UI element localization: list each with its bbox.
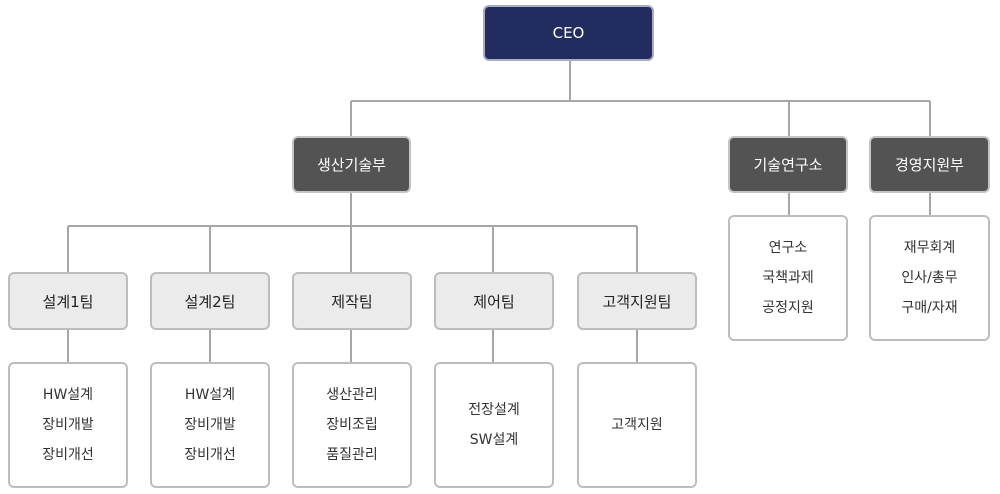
design-1-duties: HW설계 장비개발 장비개선: [8, 362, 128, 488]
duty-item: 장비개선: [42, 447, 94, 463]
department-research-lab: 기술연구소: [728, 136, 848, 193]
department-management-support: 경영지원부: [869, 136, 990, 193]
duty-item: 장비개발: [184, 417, 236, 433]
duty-item: 연구소: [768, 240, 808, 256]
duty-item: 공정지원: [762, 300, 814, 316]
duty-item: 장비개선: [184, 447, 236, 463]
duty-item: 구매/자재: [901, 300, 958, 316]
department-production-tech: 생산기술부: [292, 136, 411, 193]
duty-item: SW설계: [469, 432, 519, 448]
duty-item: 전장설계: [468, 402, 520, 418]
duty-item: HW설계: [42, 387, 94, 403]
management-support-duties: 재무회계 인사/총무 구매/자재: [869, 215, 990, 341]
duty-item: 고객지원: [611, 417, 663, 433]
manufacturing-duties: 생산관리 장비조립 품질관리: [292, 362, 412, 488]
team-manufacturing: 제작팀: [292, 272, 412, 330]
team-customer-support: 고객지원팀: [577, 272, 697, 330]
duty-item: 재무회계: [903, 240, 956, 256]
team-design-2: 설계2팀: [150, 272, 270, 330]
duty-item: HW설계: [184, 387, 236, 403]
team-control: 제어팀: [434, 272, 554, 330]
control-duties: 전장설계 SW설계: [434, 362, 554, 488]
duty-item: 인사/총무: [901, 270, 958, 286]
duty-item: 장비조립: [326, 417, 378, 433]
design-2-duties: HW설계 장비개발 장비개선: [150, 362, 270, 488]
duty-item: 국책과제: [762, 270, 814, 286]
team-design-1: 설계1팀: [8, 272, 128, 330]
customer-support-duties: 고객지원: [577, 362, 697, 488]
duty-item: 생산관리: [326, 387, 378, 403]
research-lab-duties: 연구소 국책과제 공정지원: [728, 215, 848, 341]
ceo-box: CEO: [483, 5, 654, 61]
duty-item: 장비개발: [42, 417, 94, 433]
duty-item: 품질관리: [326, 447, 378, 463]
